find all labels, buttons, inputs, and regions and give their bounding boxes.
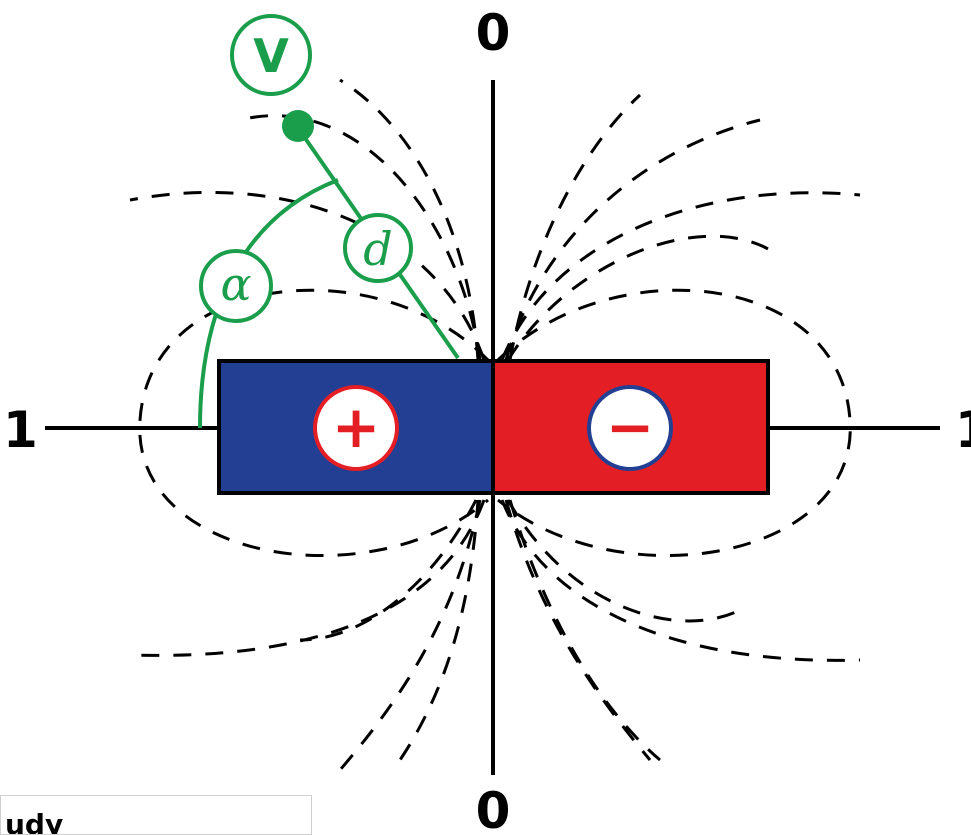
negative-sign: − <box>606 393 655 461</box>
voltmeter-label: V <box>253 29 289 83</box>
positive-sign: + <box>332 393 381 461</box>
field-line <box>506 499 741 623</box>
field-line <box>508 93 642 361</box>
field-line <box>398 499 480 761</box>
negative-sign-circle <box>587 385 673 471</box>
field-lines <box>129 78 861 771</box>
field-line <box>339 78 480 361</box>
field-line <box>500 499 861 662</box>
field-line <box>299 499 478 642</box>
dipole-bar: + − <box>217 359 770 495</box>
voltmeter-circle <box>230 14 312 96</box>
distance-label: d <box>363 222 392 276</box>
caption-box: udy <box>0 795 312 835</box>
field-line <box>500 191 861 361</box>
field-line <box>506 234 771 361</box>
angle-circle <box>199 249 273 323</box>
caption-text: udy <box>5 808 64 835</box>
axis-label-bottom: 0 <box>476 782 511 835</box>
field-line <box>338 499 482 771</box>
axis-label-right: 1 <box>955 401 971 459</box>
probe: V d α <box>198 14 460 429</box>
field-line <box>496 288 852 558</box>
field-line <box>508 499 661 762</box>
distance-circle <box>343 213 413 283</box>
field-line <box>504 118 761 361</box>
positive-sign-circle <box>313 385 399 471</box>
field-line <box>129 499 486 657</box>
angle-label: α <box>220 257 251 311</box>
field-line <box>138 288 490 558</box>
field-line <box>504 499 652 761</box>
probe-point <box>282 110 314 142</box>
axis-label-top: 0 <box>476 4 511 62</box>
field-line <box>129 190 486 361</box>
axis-label-left: 1 <box>3 401 38 459</box>
